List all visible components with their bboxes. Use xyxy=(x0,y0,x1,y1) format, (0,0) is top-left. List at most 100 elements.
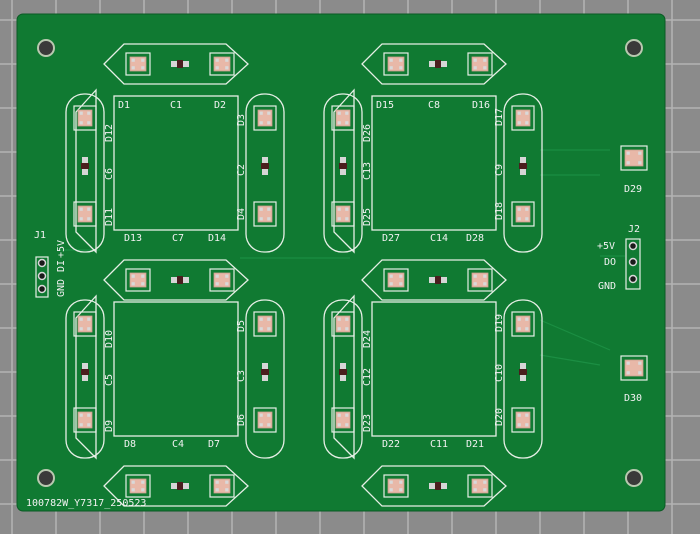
label-d-bottom-left: D22 xyxy=(382,439,400,450)
led-left-bottom xyxy=(73,201,97,227)
led-corner-pad xyxy=(399,274,403,278)
led-bottom-left xyxy=(125,268,151,292)
label-c-right: C2 xyxy=(236,164,247,176)
led-left-top xyxy=(331,311,355,337)
led-corner-pad xyxy=(337,217,341,221)
led-corner-pad xyxy=(389,274,393,278)
label-c-bottom: C14 xyxy=(430,233,448,244)
trace-layer xyxy=(60,149,625,366)
led-outline xyxy=(73,311,97,337)
led-corner-pad xyxy=(517,413,521,417)
led-corner-pad xyxy=(141,274,145,278)
left-bar-outline xyxy=(75,88,97,254)
led-corner-pad xyxy=(87,121,91,125)
cap-pad xyxy=(183,277,189,283)
cap-pad xyxy=(262,363,268,369)
bottom-bar-outline xyxy=(103,259,249,301)
copper-trace xyxy=(539,354,601,366)
led-corner-pad xyxy=(131,274,135,278)
bottom-bar-outline xyxy=(103,465,249,507)
led-outline xyxy=(209,268,235,292)
capacitor-left xyxy=(81,363,89,381)
capacitor-right xyxy=(261,157,269,175)
led-corner-pad xyxy=(345,423,349,427)
led-corner-pad xyxy=(473,480,477,484)
cap-pad xyxy=(262,157,268,163)
right-bar-capsule xyxy=(503,93,543,253)
led-corner-pad xyxy=(638,151,642,155)
led-outline xyxy=(125,474,151,498)
capacitor-bottom xyxy=(429,276,447,284)
left-bar-outline xyxy=(333,88,355,254)
led-corner-pad xyxy=(345,317,349,321)
led-corner-pad xyxy=(473,488,477,492)
label-d-left-bottom: D11 xyxy=(104,208,115,226)
cap-body xyxy=(339,369,347,375)
label-d-right-bottom: D4 xyxy=(236,208,247,220)
label-d-right-top: D5 xyxy=(236,320,247,332)
led-outline xyxy=(253,311,277,337)
led-corner-pad xyxy=(267,423,271,427)
label-c-bottom: C11 xyxy=(430,439,448,450)
cap-pad xyxy=(520,169,526,175)
led-corner-pad xyxy=(259,317,263,321)
led-bottom-right xyxy=(209,268,235,292)
led-corner-pad xyxy=(626,161,630,165)
cap-body xyxy=(261,163,269,169)
led-outline xyxy=(331,311,355,337)
led-corner-pad xyxy=(267,317,271,321)
label-d-left-bottom: D25 xyxy=(362,208,373,226)
cap-pad xyxy=(441,277,447,283)
led-d30 xyxy=(620,355,648,381)
led-top-left xyxy=(125,52,151,76)
led-corner-pad xyxy=(473,282,477,286)
cap-pad xyxy=(429,277,435,283)
led-outline xyxy=(253,201,277,227)
led-outline xyxy=(467,474,493,498)
led-corner-pad xyxy=(389,488,393,492)
cap-pad xyxy=(171,483,177,489)
led-outline xyxy=(620,355,648,381)
led-left-bottom xyxy=(73,407,97,433)
led-top-right xyxy=(467,52,493,76)
led-corner-pad xyxy=(345,217,349,221)
led-corner-pad xyxy=(638,371,642,375)
j1-pin-gnd-label: GND xyxy=(56,279,67,297)
bottom-bar-outline xyxy=(361,259,507,301)
led-corner-pad xyxy=(87,317,91,321)
led-corner-pad xyxy=(473,66,477,70)
led-corner-pad xyxy=(267,217,271,221)
led-corner-pad xyxy=(79,121,83,125)
led-outline xyxy=(331,201,355,227)
led-outline xyxy=(331,105,355,131)
cap-pad xyxy=(340,169,346,175)
led-corner-pad xyxy=(483,58,487,62)
mounting-hole xyxy=(37,39,55,57)
cap-pad xyxy=(82,375,88,381)
led-corner-pad xyxy=(259,413,263,417)
led-corner-pad xyxy=(87,111,91,115)
led-outline xyxy=(253,407,277,433)
led-right-top xyxy=(511,311,535,337)
cap-pad xyxy=(171,277,177,283)
led-corner-pad xyxy=(337,207,341,211)
cap-body xyxy=(177,482,183,490)
led-corner-pad xyxy=(215,274,219,278)
led-corner-pad xyxy=(215,282,219,286)
led-left-top xyxy=(73,105,97,131)
left-bar-capsule xyxy=(323,93,363,253)
led-corner-pad xyxy=(525,121,529,125)
cap-body xyxy=(261,369,269,375)
cap-body xyxy=(519,163,527,169)
pcb-substrate xyxy=(16,13,666,512)
j1-pin-1 xyxy=(37,258,47,268)
led-corner-pad xyxy=(87,207,91,211)
led-corner-pad xyxy=(345,111,349,115)
cap-pad xyxy=(429,483,435,489)
led-corner-pad xyxy=(141,488,145,492)
label-d-top-right: D16 xyxy=(472,100,490,111)
led-corner-pad xyxy=(79,413,83,417)
cap-pad xyxy=(171,61,177,67)
led-corner-pad xyxy=(337,111,341,115)
label-d-top-left: D15 xyxy=(376,100,394,111)
